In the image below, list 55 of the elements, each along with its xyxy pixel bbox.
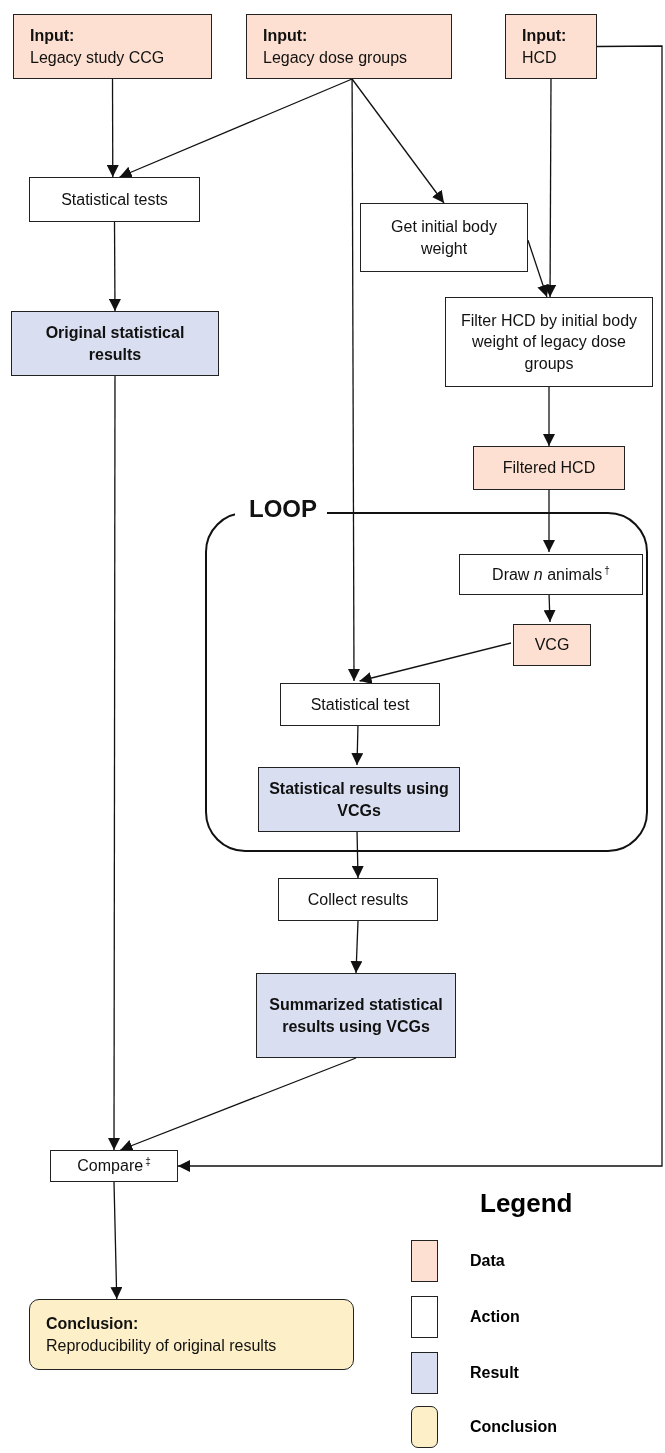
node-text: HCD [522,47,557,68]
node-text: Collect results [307,889,409,910]
action-box [459,554,643,595]
node-text: Statistical tests [61,189,168,210]
arrow [108,221,121,312]
arrow [347,78,360,682]
node-text: Compare$^{‡}$ [77,1155,151,1177]
result-box [258,767,460,832]
arrow [350,920,363,974]
node-text: Reproducibility of original results [46,1335,277,1356]
data-box [473,446,625,490]
legend-title: Legend [480,1188,573,1219]
node-text: Summarized statistical results using VCGs [268,994,444,1037]
node-text: Statistical results using VCGs [268,778,450,821]
arrow [118,78,353,178]
legend-label: Result [470,1364,519,1382]
legend-label: Data [470,1252,505,1270]
result-box [11,311,219,376]
arrow [177,45,663,1172]
data-box [246,14,452,79]
arrow [110,1181,123,1300]
arrow [358,642,512,684]
legend-label: Action [470,1308,520,1326]
action-box [50,1150,178,1182]
action-box [445,297,653,387]
arrow [543,489,555,553]
arrow [106,78,119,178]
arrow [119,1057,357,1152]
conclusion-box [29,1299,354,1370]
node-text: Filtered HCD [502,458,596,479]
node-heading: Input: [522,25,567,46]
legend-label: Conclusion [470,1418,558,1436]
result-box [256,973,456,1058]
arrow [108,375,120,1151]
node-text: Legacy dose groups [263,47,408,68]
action-box [278,878,438,921]
data-box [505,14,597,79]
node-text: Draw n animals$^{†}$ [492,563,610,585]
action-box [29,177,200,222]
node-text: Statistical test [310,694,410,715]
data-box [13,14,212,79]
node-text: VCG [534,635,570,656]
action-box [280,683,440,726]
node-heading: Conclusion: [46,1313,139,1334]
node-text: Legacy study CCG [30,47,165,68]
node-text: Original statistical results [44,322,186,365]
node-text: Filter HCD by initial body weight of legacy dose groups [459,310,639,374]
action-box [360,203,528,272]
node-heading: Input: [263,25,308,46]
arrow [351,78,445,204]
arrow [543,386,555,447]
arrow [527,239,549,298]
node-heading: Input: [30,25,75,46]
data-box [513,624,591,666]
node-text: Get initial body weight [390,216,498,259]
